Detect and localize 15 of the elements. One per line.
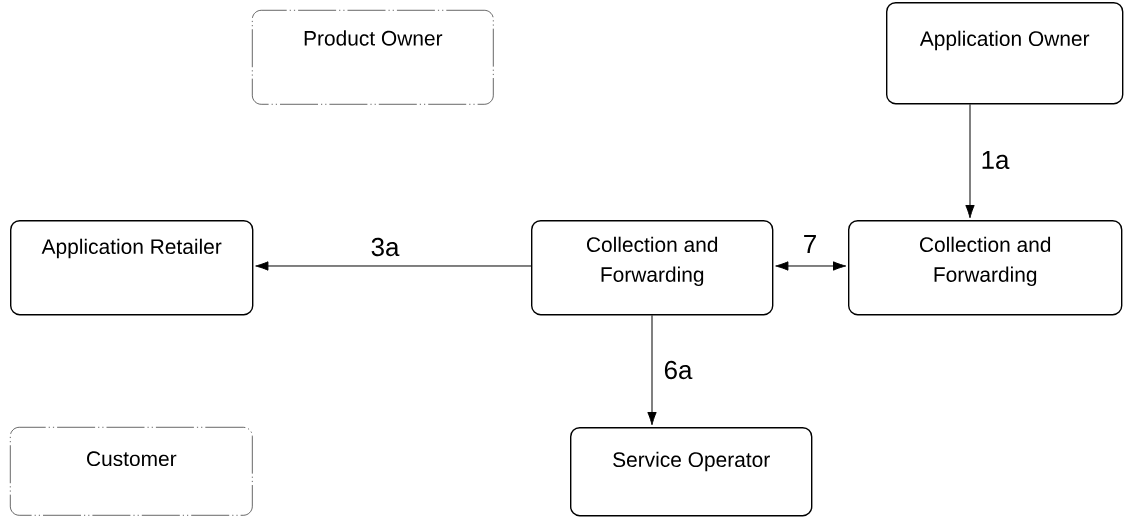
edge-label: 1a [979,149,1011,171]
process-box: Collection and Forwarding [531,220,774,316]
arrow [647,314,657,426]
process-box: Application Owner [886,2,1124,105]
process-box: Customer [10,427,253,516]
edge-label: 6a [662,359,694,381]
process-box: Collection and Forwarding [848,220,1123,316]
edge-label: 7 [801,234,819,254]
arrow [965,103,975,219]
process-box: Service Operator [570,427,813,517]
arrow [255,261,532,271]
edge-label: 3a [369,236,401,258]
process-box: Product Owner [252,10,494,105]
arrow [775,261,847,271]
process-box: Application Retailer [10,220,254,316]
